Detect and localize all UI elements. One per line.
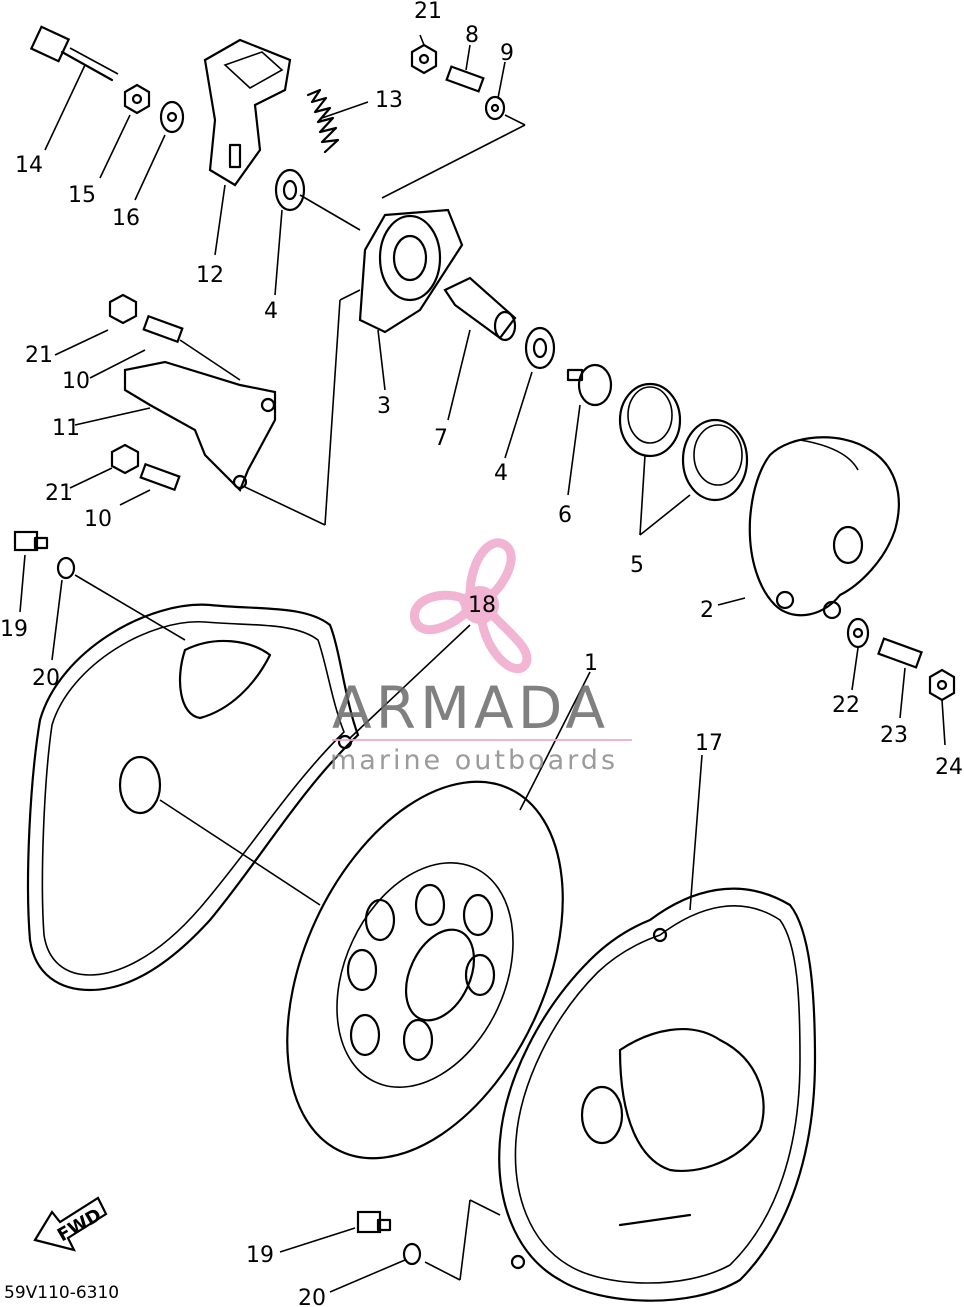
washer-22: [846, 617, 870, 649]
dust-cover-left: [26, 603, 360, 992]
washer-20-bottom: [402, 1242, 422, 1266]
callout-17: 17: [695, 731, 723, 756]
nut-21-low: [110, 443, 140, 475]
callout-1: 1: [584, 651, 598, 676]
callout-9: 9: [500, 41, 514, 66]
actuating-shaft: [443, 276, 517, 342]
oil-seal-upper: [274, 168, 306, 212]
callout-21-mid: 21: [25, 343, 53, 368]
nut-15: [123, 83, 151, 115]
callout-12: 12: [196, 263, 224, 288]
callout-14: 14: [15, 153, 43, 178]
oil-seal-lower: [524, 326, 556, 370]
callout-23: 23: [880, 723, 908, 748]
brake-caliper: [748, 436, 900, 620]
forward-arrow-icon: FWD: [33, 1196, 108, 1252]
bolt-8: [445, 65, 485, 93]
bracket-11: [123, 360, 277, 492]
screw-19-left: [13, 530, 49, 552]
screw-19-bottom: [356, 1210, 392, 1234]
callout-20-left: 20: [32, 666, 60, 691]
callout-7: 7: [434, 426, 448, 451]
callout-4-lower: 4: [494, 461, 508, 486]
callout-18: 18: [468, 593, 496, 618]
brake-pads: [618, 382, 749, 502]
callout-16: 16: [112, 206, 140, 231]
caliper-bracket: [358, 208, 464, 334]
washer-9: [484, 95, 506, 121]
callout-8: 8: [465, 23, 479, 48]
watermark-title: ARMADA: [332, 674, 609, 742]
leader-lines: [19, 34, 946, 1293]
watermark: ARMADA marine outboards: [330, 674, 632, 776]
callout-20-bottom: 20: [298, 1286, 326, 1307]
bolt-23: [877, 637, 923, 669]
callout-19-bottom: 19: [246, 1243, 274, 1268]
callout-21-low: 21: [45, 481, 73, 506]
callout-2: 2: [700, 598, 714, 623]
washer-16: [159, 100, 185, 134]
watermark-subtitle: marine outboards: [330, 745, 618, 776]
callout-22: 22: [832, 693, 860, 718]
callout-11: 11: [52, 416, 80, 441]
callout-19-left: 19: [0, 617, 28, 642]
bolt-10-upper: [142, 314, 184, 344]
callout-21-top: 21: [414, 0, 442, 24]
callout-13: 13: [375, 88, 403, 113]
callout-4-upper: 4: [264, 299, 278, 324]
bolt-14: [29, 25, 119, 82]
nut-21-top: [410, 43, 438, 75]
callout-3: 3: [377, 394, 391, 419]
callout-6: 6: [558, 503, 572, 528]
callout-10-lower: 10: [84, 507, 112, 532]
brake-lever: [203, 38, 292, 187]
piston: [566, 363, 613, 407]
armada-logo: [410, 538, 532, 674]
bolt-10-lower: [139, 462, 181, 492]
dust-cover-right: [498, 887, 817, 1302]
callout-15: 15: [68, 183, 96, 208]
callout-5: 5: [630, 553, 644, 578]
return-spring: [306, 88, 340, 154]
callout-24: 24: [935, 755, 963, 780]
brake-disc: [286, 780, 564, 1160]
diagram-code: 59V110-6310: [4, 1283, 119, 1303]
nut-21-mid: [108, 293, 138, 325]
callout-10-upper: 10: [62, 369, 90, 394]
washer-20-left: [56, 556, 76, 580]
nut-24: [928, 668, 956, 702]
